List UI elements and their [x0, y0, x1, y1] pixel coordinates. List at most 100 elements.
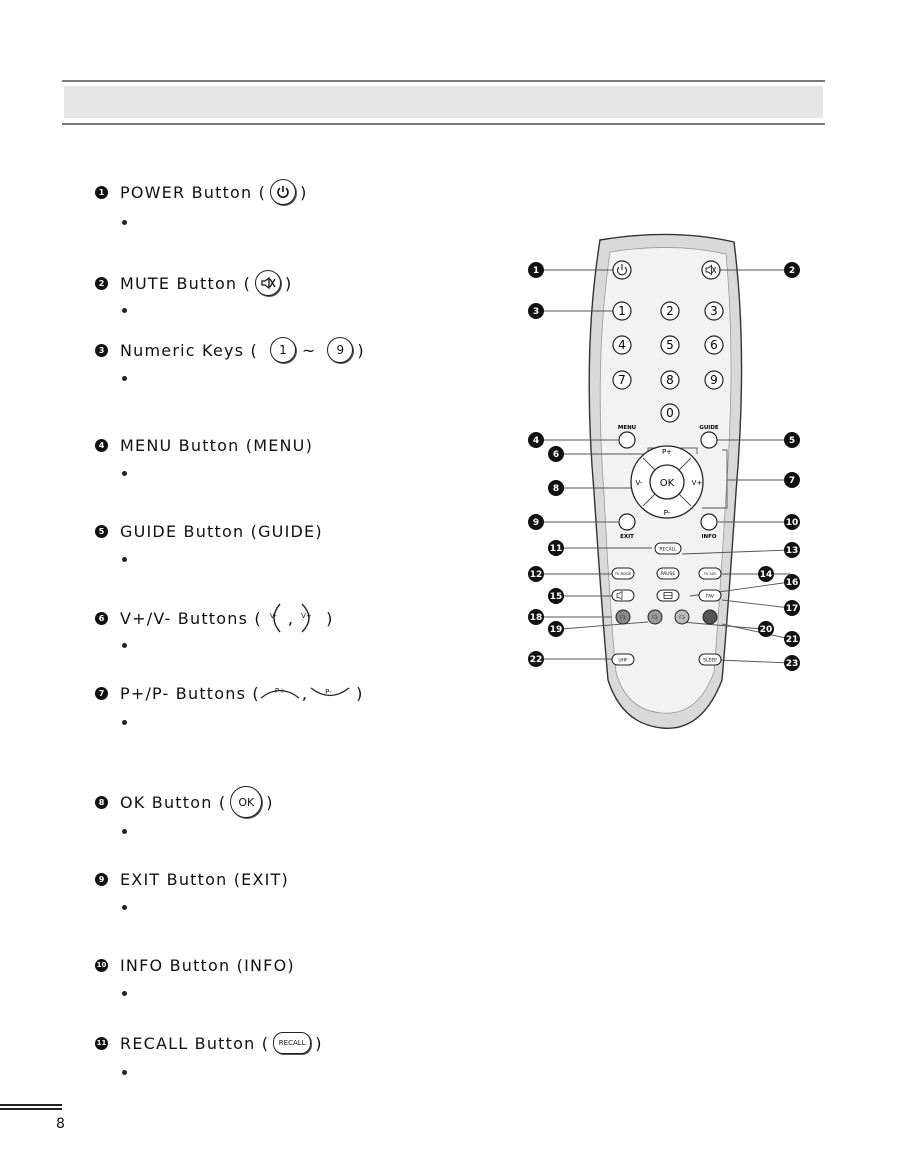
v-plus-key-icon: V+	[300, 603, 318, 633]
p-plus-key-icon: P+	[260, 685, 300, 701]
item-program: 7 P+/P- Buttons ( P+ , P- )	[95, 680, 364, 725]
remote-ok-label: OK	[660, 478, 675, 489]
section-header-band	[64, 86, 823, 118]
item-title: EXIT Button (EXIT)	[120, 869, 289, 889]
item-guide: 5 GUIDE Button (GUIDE)	[95, 518, 323, 562]
svg-text:TV MODE: TV MODE	[614, 572, 631, 576]
remote-navigation-ring: P+ P- V- V+ OK	[630, 445, 704, 519]
svg-text:PAUSE: PAUSE	[661, 571, 676, 577]
svg-text:2: 2	[789, 266, 795, 276]
remote-menu-button	[618, 431, 636, 449]
header-top-rule	[62, 80, 825, 82]
svg-text:9: 9	[533, 518, 539, 528]
v-minus-key-icon: V-	[266, 603, 282, 633]
item-power: 1 POWER Button ( )	[95, 179, 308, 225]
svg-text:FAV: FAV	[706, 594, 715, 600]
item-ok: 8 OK Button ( OK )	[95, 786, 274, 834]
item-volume: 6 V+/V- Buttons ( V- , V+ )	[95, 603, 334, 648]
svg-text:TV SAT: TV SAT	[703, 572, 717, 576]
item-recall: 11 RECALL Button ( RECALL )	[95, 1030, 323, 1075]
remote-key: 1	[618, 304, 626, 318]
item-title: Numeric Keys (	[120, 340, 258, 360]
key-1: 1	[269, 337, 296, 363]
svg-text:20: 20	[760, 625, 773, 635]
bullet	[122, 308, 127, 313]
remote-info-button	[700, 513, 718, 531]
item-number: 10	[95, 958, 108, 972]
bullet	[122, 643, 127, 648]
svg-text:6: 6	[553, 450, 559, 460]
item-title: OK Button (	[120, 792, 227, 812]
speaker-icon	[616, 590, 623, 601]
remote-v-plus: V+	[692, 479, 703, 487]
remote-pause-button	[656, 567, 680, 580]
bullet	[122, 1070, 127, 1075]
svg-text:F1: F1	[620, 615, 626, 621]
item-mute: 2 MUTE Button ( )	[95, 270, 292, 313]
remote-key: 3	[710, 304, 718, 318]
svg-text:UHF: UHF	[618, 658, 628, 664]
page-number: 8	[56, 1116, 65, 1132]
item-number: 8	[95, 795, 108, 809]
remote-f2-button	[647, 609, 663, 625]
item-title: GUIDE Button (GUIDE)	[120, 521, 323, 541]
bullet	[122, 220, 127, 225]
bullet	[122, 991, 127, 996]
item-title: P+/P- Buttons (	[120, 683, 260, 703]
remote-guide-button	[700, 431, 718, 449]
svg-text:13: 13	[786, 546, 799, 556]
remote-key: 9	[710, 373, 718, 387]
svg-text:F2: F2	[652, 615, 658, 621]
remote-menu-label: MENU	[618, 425, 636, 431]
bullet	[122, 905, 127, 910]
remote-uhf-button	[611, 653, 635, 666]
item-title: INFO Button (INFO)	[120, 955, 295, 975]
svg-text:RECALL: RECALL	[659, 547, 677, 553]
svg-text:12: 12	[530, 570, 543, 580]
item-number: 5	[95, 524, 108, 538]
item-number: 4	[95, 438, 108, 452]
remote-p-minus: P-	[664, 509, 671, 517]
svg-text:3: 3	[533, 307, 539, 317]
item-title: RECALL Button (	[120, 1033, 270, 1053]
remote-color-button	[702, 609, 718, 625]
footer-rule	[0, 1104, 62, 1106]
bullet	[122, 376, 127, 381]
callout-lines	[540, 269, 791, 664]
item-number: 6	[95, 611, 108, 625]
remote-sleep-button	[698, 653, 722, 666]
svg-text:11: 11	[550, 544, 563, 554]
remote-exit-label: EXIT	[620, 534, 634, 540]
remote-v-minus: V-	[636, 479, 643, 487]
svg-text:23: 23	[786, 659, 799, 669]
item-title: MENU Button (MENU)	[120, 435, 314, 455]
item-number: 2	[95, 276, 108, 290]
bullet	[122, 829, 127, 834]
item-title: MUTE Button (	[120, 273, 252, 293]
svg-text:22: 22	[530, 655, 543, 665]
item-title: POWER Button (	[120, 182, 267, 202]
svg-text:4: 4	[533, 436, 539, 446]
remote-key: 0	[666, 406, 674, 420]
svg-text:19: 19	[550, 625, 563, 635]
remote-control-illustration: 1 2 3 4 5 6 7 8 9 0 MENU GUIDE P+	[528, 233, 800, 729]
remote-tv-sat-button	[698, 567, 722, 580]
remote-mute-button	[701, 260, 721, 280]
remote-f3-button	[674, 609, 690, 625]
remote-exit-button	[618, 513, 636, 531]
remote-key: 8	[666, 373, 674, 387]
item-numeric-keys: 3 Numeric Keys ( 1 ~ 9 )	[95, 337, 365, 381]
item-menu: 4 MENU Button (MENU)	[95, 432, 314, 476]
remote-key: 4	[618, 338, 626, 352]
item-title: V+/V- Buttons (	[120, 608, 262, 628]
svg-text:SLEEP: SLEEP	[703, 658, 717, 664]
bullet	[122, 557, 127, 562]
remote-ok-button	[649, 464, 685, 500]
svg-text:17: 17	[786, 604, 799, 614]
svg-text:16: 16	[786, 578, 799, 588]
item-number: 11	[95, 1036, 108, 1050]
item-number: 7	[95, 686, 108, 700]
remote-tv-mode-button	[611, 567, 635, 580]
remote-recall-button	[654, 542, 682, 555]
remote-key: 6	[710, 338, 718, 352]
